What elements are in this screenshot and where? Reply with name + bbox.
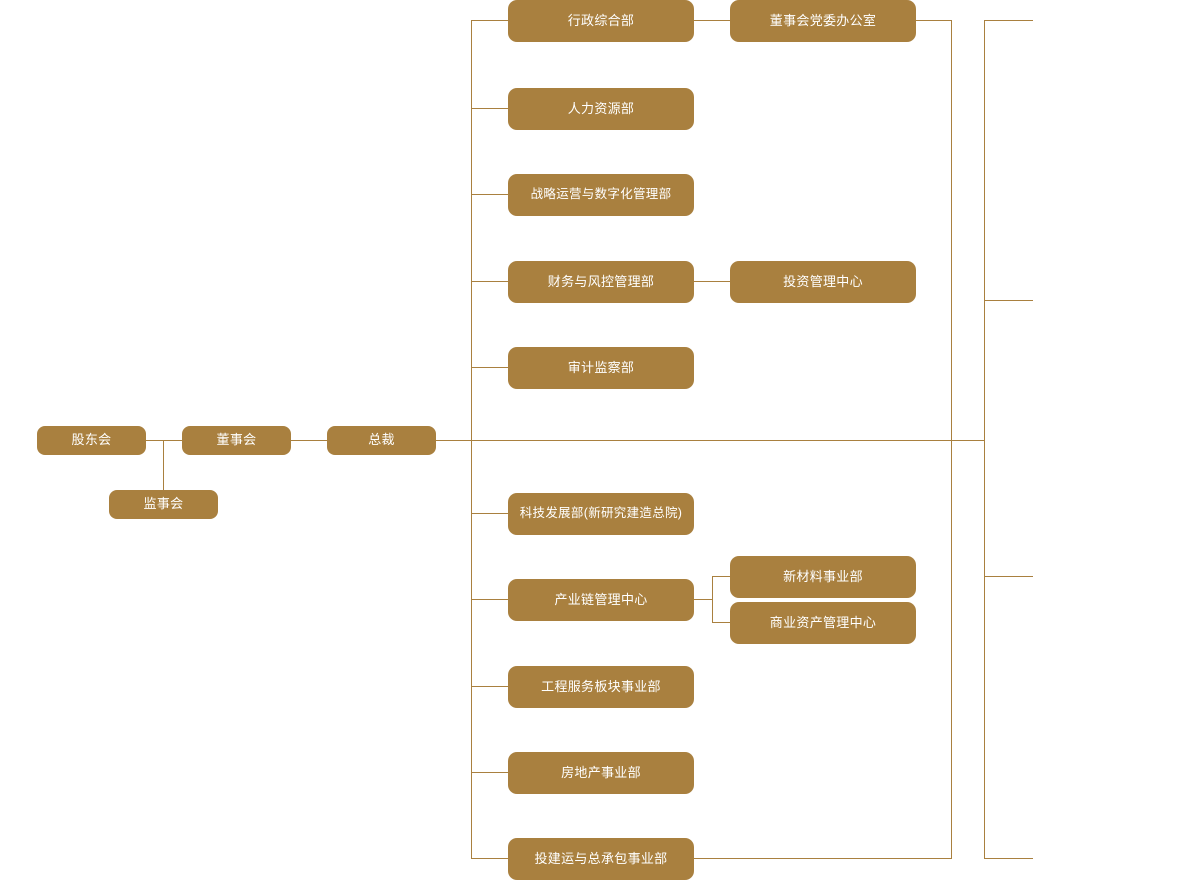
node-human-resources-department[interactable]: 人力资源部 xyxy=(508,88,694,130)
node-finance-risk-control-department[interactable]: 财务与风控管理部 xyxy=(508,261,694,303)
node-label: 行政综合部 xyxy=(567,12,635,28)
node-label: 人力资源部 xyxy=(567,100,635,116)
connector-supplychain-out xyxy=(694,599,712,600)
node-label: 审计监察部 xyxy=(567,359,635,375)
connector-admin-partyoffice xyxy=(694,20,730,21)
connector-shareholders-board xyxy=(146,440,182,441)
connector-spine-upper xyxy=(471,20,472,440)
node-administration-department[interactable]: 行政综合部 xyxy=(508,0,694,42)
node-label: 董事会 xyxy=(216,432,257,448)
node-commercial-asset-management-center[interactable]: 商业资产管理中心 xyxy=(730,602,916,644)
node-label: 商业资产管理中心 xyxy=(769,614,877,630)
connector-supplychain-bracket xyxy=(712,576,713,623)
connector-stub-tech xyxy=(471,513,508,514)
node-strategy-operations-digital-department[interactable]: 战略运营与数字化管理部 xyxy=(508,174,694,216)
node-investment-construction-epc-division[interactable]: 投建运与总承包事业部 xyxy=(508,838,694,880)
connector-partyoffice-rail xyxy=(916,20,952,21)
connector-rail-inner-bottom xyxy=(694,858,952,859)
connector-stub-admin xyxy=(471,20,508,21)
connector-board-supervisors-v xyxy=(163,440,164,504)
connector-stub-epc xyxy=(471,858,508,859)
node-president[interactable]: 总裁 xyxy=(327,426,436,455)
connector-rail-outer xyxy=(984,20,985,858)
connector-stub-supplychain xyxy=(471,599,508,600)
connector-stub-strategy xyxy=(471,194,508,195)
node-label: 财务与风控管理部 xyxy=(547,273,655,289)
connector-rail-outer-tap-bottom xyxy=(984,858,1033,859)
node-board-party-committee-office[interactable]: 董事会党委办公室 xyxy=(730,0,916,42)
connector-stub-realestate xyxy=(471,772,508,773)
connector-spine-lower xyxy=(471,440,472,858)
node-label: 总裁 xyxy=(368,432,395,448)
node-label: 投建运与总承包事业部 xyxy=(534,850,668,866)
connector-finance-investment xyxy=(694,281,730,282)
connector-rail-outer-tap-top xyxy=(984,20,1033,21)
node-label: 房地产事业部 xyxy=(561,764,641,780)
connector-bracket-commercial xyxy=(712,622,730,623)
node-label: 股东会 xyxy=(71,432,112,448)
node-label: 战略运营与数字化管理部 xyxy=(530,187,672,202)
node-board-of-supervisors[interactable]: 监事会 xyxy=(109,490,218,519)
node-label: 科技发展部(新研究建造总院) xyxy=(519,506,683,521)
node-shareholders[interactable]: 股东会 xyxy=(37,426,146,455)
node-label: 产业链管理中心 xyxy=(554,591,648,607)
node-label: 工程服务板块事业部 xyxy=(541,678,661,694)
connector-rail-outer-tap-lower xyxy=(984,576,1033,577)
node-engineering-services-division[interactable]: 工程服务板块事业部 xyxy=(508,666,694,708)
node-technology-development-department[interactable]: 科技发展部(新研究建造总院) xyxy=(508,493,694,535)
connector-board-president xyxy=(291,440,327,441)
connector-stub-hr xyxy=(471,108,508,109)
node-new-materials-division[interactable]: 新材料事业部 xyxy=(730,556,916,598)
connector-stub-finance xyxy=(471,281,508,282)
connector-bracket-newmaterial xyxy=(712,576,730,577)
node-label: 投资管理中心 xyxy=(783,273,863,289)
connector-rail-inner xyxy=(951,20,952,858)
connector-stub-audit xyxy=(471,367,508,368)
connector-rail-outer-tap-middle xyxy=(984,300,1033,301)
node-label: 监事会 xyxy=(143,496,184,512)
connector-president-trunk xyxy=(436,440,984,441)
node-label: 董事会党委办公室 xyxy=(769,12,877,28)
node-supply-chain-management-center[interactable]: 产业链管理中心 xyxy=(508,579,694,621)
node-real-estate-division[interactable]: 房地产事业部 xyxy=(508,752,694,794)
node-audit-supervision-department[interactable]: 审计监察部 xyxy=(508,347,694,389)
node-board-of-directors[interactable]: 董事会 xyxy=(182,426,291,455)
node-investment-management-center[interactable]: 投资管理中心 xyxy=(730,261,916,303)
node-label: 新材料事业部 xyxy=(783,568,863,584)
connector-stub-engineering xyxy=(471,686,508,687)
